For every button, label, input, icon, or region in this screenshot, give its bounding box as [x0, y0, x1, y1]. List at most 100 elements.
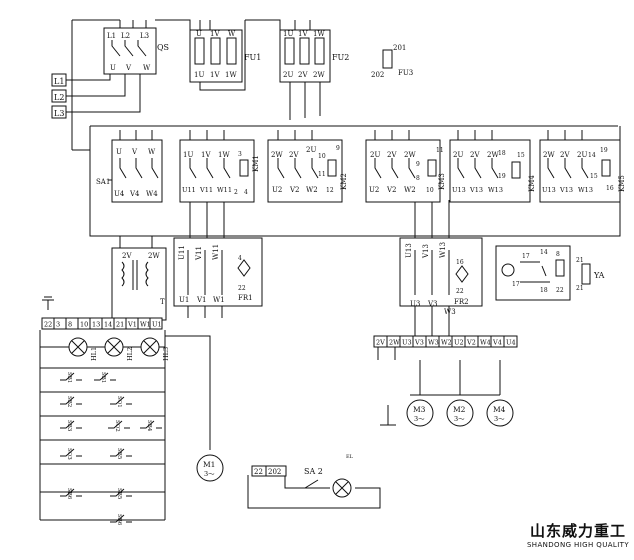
ya-brake: 14 17 17 18 22 21 21 8 YA [495, 245, 605, 301]
brand-name-cn: 山东威力重工 [529, 522, 626, 540]
terminal-cell [503, 335, 518, 348]
km2-aux-label: 12 [326, 187, 334, 194]
fu2-top-label: 1U [283, 30, 293, 38]
fu2-bottom-label: 2U [283, 71, 293, 79]
switch-label: SB1 [66, 372, 72, 383]
km1-bottom-label: U11 [182, 186, 196, 194]
transformer-label: 2V [122, 252, 132, 260]
km5-top-label: 2U [577, 151, 587, 159]
switch-contact [60, 372, 82, 381]
km3-bottom-label: V2 [386, 186, 397, 194]
km2-aux-label: 9 [336, 145, 340, 152]
km4-bottom-label: U13 [452, 186, 466, 194]
switch-contact [110, 448, 132, 457]
km1-top-label: 1V [201, 151, 211, 159]
lamp-cross [71, 340, 85, 354]
qs-switch: L1 L2 L3 U V W QS [103, 27, 169, 75]
motors: M13～M33～M23～M43～ [196, 399, 514, 482]
motor-name: M4 [493, 405, 506, 414]
fr1-contact-label: 4 [238, 255, 242, 262]
fu1-top-label: U [196, 30, 202, 38]
fr2-name: FR2 [454, 298, 469, 306]
fr2-top-label: U13 [405, 243, 413, 258]
km2-bottom-label: U2 [272, 186, 282, 194]
km3-top-label: 2V [387, 151, 397, 159]
fu1-fuses: U 1V W 1U 1V 1W FU1 [189, 29, 261, 83]
terminal-label: U2 [454, 339, 464, 347]
switch-contact [110, 488, 132, 497]
switch-label: SB2 [66, 396, 72, 407]
fr1-bottom-label: U1 [179, 296, 189, 304]
sa2-lamp-label: EL [346, 454, 354, 460]
km2-contactor: 2W 2V 2U U2 V2 W2 10 9 11 12 KM2 [267, 139, 348, 203]
km4-aux-label: 19 [498, 173, 506, 180]
km2-top-label: 2V [289, 151, 299, 159]
km5-aux-label: 16 [606, 185, 614, 192]
fu2-top-label: 1V [298, 30, 308, 38]
terminal-label: 14 [104, 321, 112, 329]
fu2-fuses: 1U 1V 1W 2U 2V 2W FU2 [279, 29, 349, 83]
terminal-label: W3 [428, 339, 439, 347]
km3-bottom-label: W2 [404, 186, 416, 194]
km1-aux-label: 4 [244, 189, 248, 196]
km3-top-label: 2U [370, 151, 380, 159]
fu3-bottom-label: 202 [371, 71, 384, 79]
switch-label: SB6 [66, 488, 72, 500]
terminal-label: 8 [68, 321, 72, 329]
km5-aux-label: 15 [590, 173, 598, 180]
ya-num-label: 22 [556, 287, 564, 294]
lamp-cross [107, 340, 121, 354]
lamp-label: HL3 [162, 347, 170, 361]
km4-bottom-label: W13 [488, 186, 503, 194]
supply-terminal [51, 73, 67, 87]
sa2-terminal-label: 22 [254, 468, 263, 476]
qs-top-label: L2 [121, 32, 130, 40]
switch-contact [110, 396, 132, 405]
km1-name: KM1 [252, 155, 260, 172]
km3-top-label: 2W [404, 151, 416, 159]
fu1-bottom-label: 1V [210, 71, 220, 79]
fu2-bottom-label: 2W [313, 71, 325, 79]
fr2-bottom-label: U3 [410, 300, 420, 308]
supply-terminals: L1 L2 L3 [51, 73, 67, 119]
km4-aux-label: 18 [498, 150, 506, 157]
sa1-bottom-label: U4 [114, 190, 125, 198]
km1-aux-label: 2 [234, 189, 238, 196]
km2-bottom-label: V2 [289, 186, 300, 194]
terminal-label: V3 [414, 339, 424, 347]
qs-name: QS [157, 43, 169, 52]
sa1-top-label: V [131, 148, 138, 156]
km5-aux-label: 19 [600, 147, 608, 154]
km3-contactor: 2U 2V 2W U2 V2 W2 9 11 8 10 KM3 [365, 139, 446, 203]
lamp-label: HL2 [126, 347, 134, 361]
switch-label: SQ1 [116, 396, 122, 408]
lamp-cross [143, 340, 157, 354]
terminal-label: W2 [441, 339, 452, 347]
km4-bottom-label: V13 [469, 186, 483, 194]
terminal-label: 10 [80, 321, 88, 329]
fu2-name: FU2 [332, 53, 349, 62]
motor-name: M1 [203, 460, 215, 469]
switch-label: SB5 [116, 488, 122, 500]
motor-rating: 3～ [414, 415, 425, 423]
km5-top-label: 2W [543, 151, 555, 159]
km5-contactor: 2W 2V 2U U13 V13 W13 14 19 15 16 KM5 [539, 139, 626, 203]
km2-aux-label: 10 [318, 153, 326, 160]
motor-name: M2 [453, 405, 466, 414]
sa1-name: SA1 [96, 178, 110, 186]
terminal-cell [149, 317, 163, 330]
terminal-label: U3 [402, 339, 412, 347]
motor-rating: 3～ [204, 470, 215, 478]
ya-num-label: 21 [576, 257, 584, 264]
switch-label: SB6 [116, 514, 122, 526]
fr1-name: FR1 [238, 294, 253, 302]
fu3-name: FU3 [398, 69, 413, 77]
terminal-label: 3 [56, 321, 60, 329]
fu1-top-label: 1V [210, 30, 220, 38]
terminal-label: U1 [152, 321, 162, 329]
km3-aux-label: 10 [426, 187, 434, 194]
sa1-top-label: W [148, 148, 156, 156]
sa2-name: SA 2 [304, 467, 323, 476]
ya-num-label: 8 [556, 251, 560, 258]
